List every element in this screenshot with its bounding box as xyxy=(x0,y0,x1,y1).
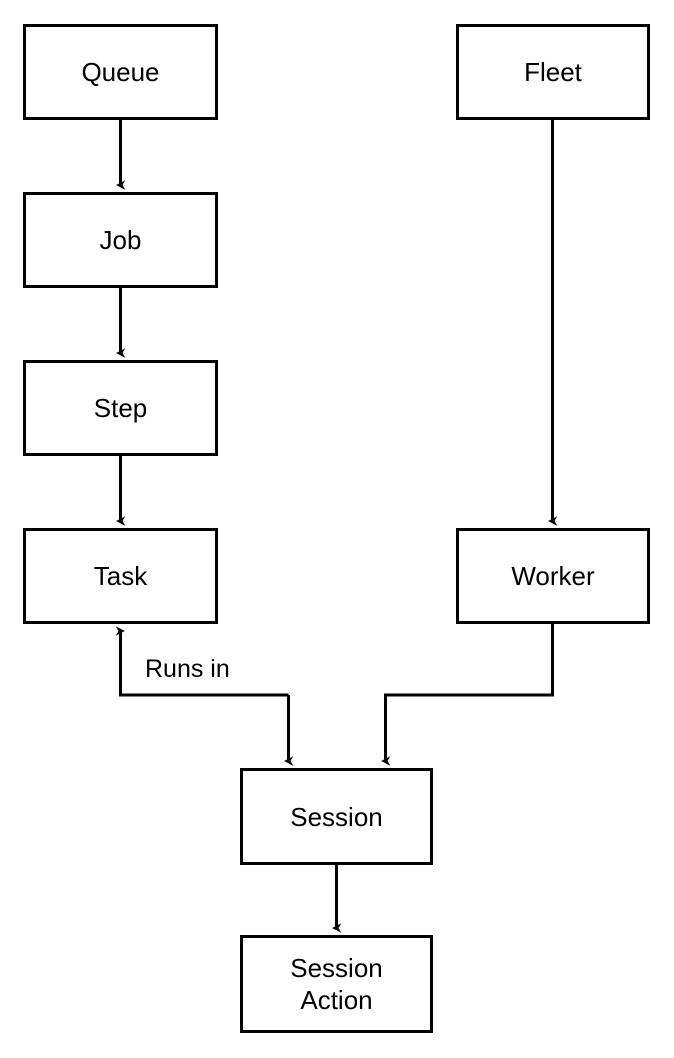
node-task[interactable]: Task xyxy=(23,528,218,624)
node-task-label: Task xyxy=(93,561,148,591)
node-step-label: Step xyxy=(93,393,148,423)
node-worker-label: Worker xyxy=(511,561,595,591)
node-job[interactable]: Job xyxy=(23,192,218,288)
node-session-action-label: Session Action xyxy=(290,953,383,1015)
node-step[interactable]: Step xyxy=(23,360,218,456)
node-worker[interactable]: Worker xyxy=(456,528,650,624)
node-queue-label: Queue xyxy=(81,57,160,87)
node-session[interactable]: Session xyxy=(240,768,433,865)
node-job-label: Job xyxy=(99,225,142,255)
node-session-label: Session xyxy=(290,801,383,832)
node-session-action[interactable]: Session Action xyxy=(240,935,433,1033)
node-fleet-label: Fleet xyxy=(524,57,582,87)
node-fleet[interactable]: Fleet xyxy=(456,24,650,120)
edge-label-runs-in: Runs in xyxy=(145,655,230,683)
edge-worker-to-session xyxy=(381,624,554,766)
node-queue[interactable]: Queue xyxy=(23,24,218,120)
